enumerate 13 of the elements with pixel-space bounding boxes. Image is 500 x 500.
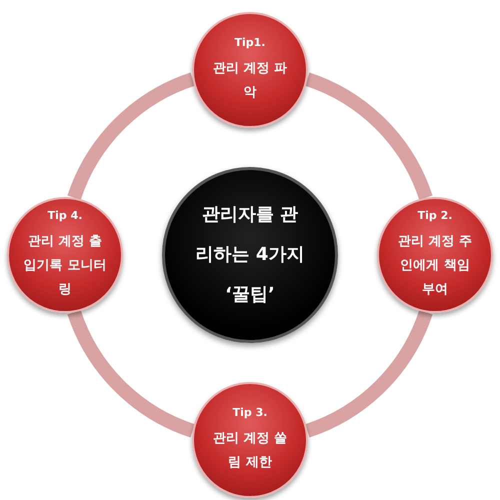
tip-heading: Tip1. (234, 36, 266, 48)
tip-heading: Tip 3. (232, 406, 268, 418)
center-title: 관리자를 관리하는 4가지 ‘꿀팁’ (195, 203, 305, 307)
tip-heading: Tip 4. (48, 208, 82, 222)
ring-connector (68, 72, 196, 200)
tip-text: 관리 계정 출입기록 모니터링 (23, 232, 107, 298)
ring-connector (304, 310, 432, 438)
tip-text: 관리 계정 주인에게 책임 부여 (396, 232, 474, 298)
tip-text: 관리 계정 쏠림 제한 (212, 430, 288, 472)
ring-connector (304, 72, 432, 200)
tip-text: 관리 계정 파악 (212, 60, 288, 102)
tip-heading: Tip 2. (418, 208, 452, 222)
ring-connector (68, 310, 196, 438)
